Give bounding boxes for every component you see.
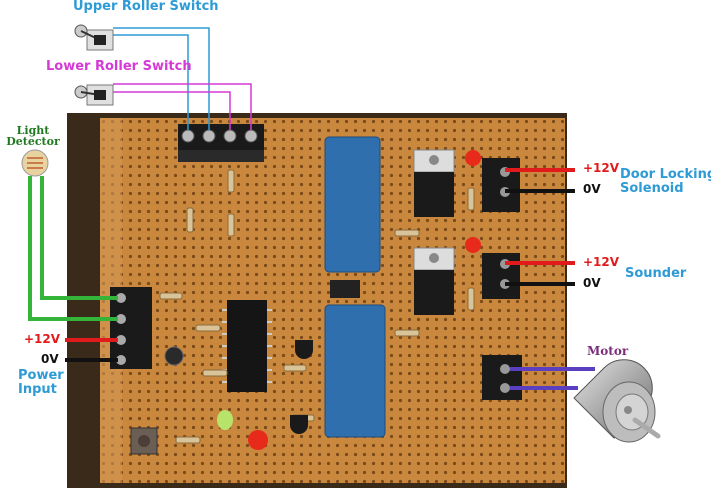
led-red-mid [465, 237, 481, 253]
lower-switch-wires [113, 83, 252, 130]
power-input-label-line2: Input [18, 382, 57, 397]
sounder-0v-label: 0V [583, 276, 601, 290]
solenoid-plus12v-label: +12V [583, 161, 620, 175]
light-detector-wires [28, 176, 118, 321]
led-green [217, 410, 233, 430]
power-terminal-block [110, 287, 152, 369]
relay-bottom [324, 304, 386, 438]
switch-terminal-block [178, 124, 264, 162]
led-red-bottom [248, 430, 268, 450]
capacitor [164, 346, 184, 366]
upper-switch-wires [113, 27, 210, 130]
upper-roller-switch-label: Upper Roller Switch [73, 0, 219, 14]
light-detector-icon [21, 149, 49, 177]
transistor-2 [290, 415, 308, 434]
power-0v-label: 0V [41, 352, 59, 366]
sounder-plus12v-label: +12V [583, 255, 620, 269]
lower-roller-switch-label: Lower Roller Switch [46, 59, 192, 74]
ic-chip [222, 300, 272, 392]
roller-switch-icon [74, 24, 114, 51]
door-locking-label-line2: Solenoid [620, 181, 684, 196]
solenoid-0v-label: 0V [583, 182, 601, 196]
voltage-regulators [413, 149, 455, 315]
output-terminal-blocks [482, 158, 522, 400]
door-locking-label-line1: Door Locking [620, 167, 711, 182]
roller-switch-icon [74, 84, 114, 106]
resistors [159, 169, 475, 444]
relay-top [324, 136, 381, 273]
motor-label: Motor [587, 344, 629, 358]
light-detector-label-line1: Light [16, 124, 50, 137]
light-detector-label-line2: Detector [6, 135, 60, 148]
power-plus12v-label: +12V [24, 332, 61, 346]
sounder-label: Sounder [625, 266, 687, 281]
transistor-1 [295, 340, 313, 359]
led-red-top [465, 150, 481, 166]
relay-pins [330, 280, 360, 298]
power-input-label-line1: Power [18, 368, 64, 383]
motor-icon [573, 359, 661, 443]
